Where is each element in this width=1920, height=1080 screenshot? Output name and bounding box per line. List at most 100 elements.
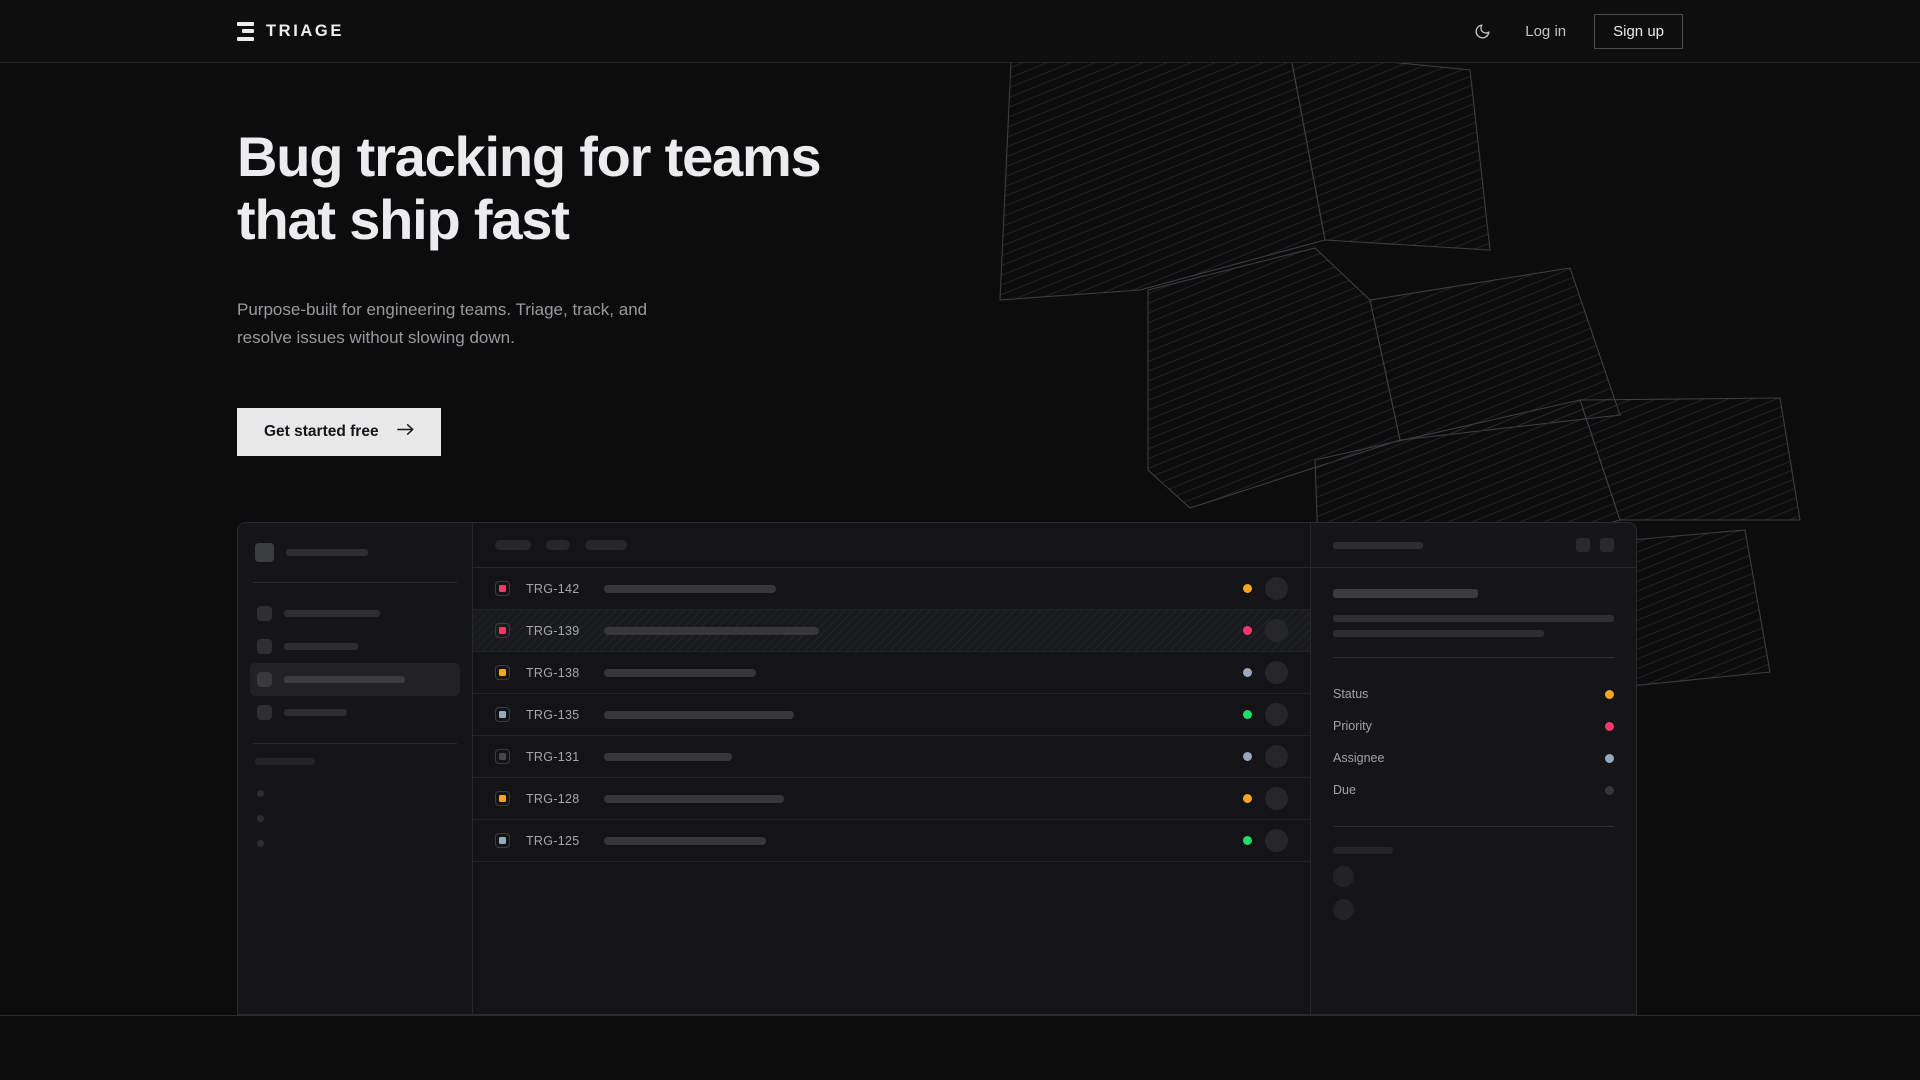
meta-label: Assignee bbox=[1333, 751, 1385, 765]
meta-value-dot bbox=[1605, 721, 1614, 731]
sidebar-divider-top bbox=[253, 582, 457, 583]
comment-avatar-0[interactable] bbox=[1333, 866, 1354, 887]
sub-item-dot-icon bbox=[257, 840, 264, 847]
detail-action-buttons bbox=[1576, 538, 1614, 552]
workspace-avatar bbox=[255, 543, 274, 562]
brand-logo[interactable]: TRIAGE bbox=[237, 21, 344, 41]
priority-icon[interactable] bbox=[495, 707, 510, 722]
filter-chip-2[interactable] bbox=[585, 540, 627, 550]
issue-row[interactable]: TRG-142 bbox=[473, 568, 1310, 610]
assignee-avatar[interactable] bbox=[1265, 829, 1288, 852]
issue-row[interactable]: TRG-128 bbox=[473, 778, 1310, 820]
detail-action-button-0[interactable] bbox=[1576, 538, 1590, 552]
status-dot[interactable] bbox=[1243, 836, 1252, 845]
hero-title: Bug tracking for teams that ship fast bbox=[237, 125, 822, 251]
nav-item-label-skeleton bbox=[284, 643, 358, 650]
assignee-avatar[interactable] bbox=[1265, 661, 1288, 684]
issue-row[interactable]: TRG-131 bbox=[473, 736, 1310, 778]
detail-description-skeleton bbox=[1333, 615, 1614, 637]
issue-id: TRG-142 bbox=[526, 581, 580, 596]
description-line-1 bbox=[1333, 630, 1544, 637]
issue-title-skeleton bbox=[604, 794, 784, 803]
priority-icon[interactable] bbox=[495, 833, 510, 848]
issue-row[interactable]: TRG-139 bbox=[473, 610, 1310, 652]
issue-title-skeleton bbox=[604, 710, 794, 719]
footer-divider bbox=[0, 1015, 1920, 1016]
row-meta bbox=[1243, 829, 1288, 852]
moon-icon[interactable] bbox=[1467, 16, 1497, 46]
priority-icon[interactable] bbox=[495, 665, 510, 680]
sidebar-sub-item-0[interactable] bbox=[250, 781, 460, 806]
issue-id: TRG-135 bbox=[526, 707, 580, 722]
issue-row[interactable]: TRG-135 bbox=[473, 694, 1310, 736]
status-dot[interactable] bbox=[1243, 584, 1252, 593]
filter-chip-0[interactable] bbox=[495, 540, 531, 550]
issue-title-skeleton bbox=[604, 626, 819, 635]
row-meta bbox=[1243, 703, 1288, 726]
priority-icon[interactable] bbox=[495, 749, 510, 764]
priority-icon[interactable] bbox=[495, 791, 510, 806]
arrow-right-icon bbox=[396, 423, 414, 441]
nav-item-icon bbox=[257, 705, 272, 720]
status-dot[interactable] bbox=[1243, 710, 1252, 719]
issue-row[interactable]: TRG-138 bbox=[473, 652, 1310, 694]
sidebar-nav-item-1[interactable] bbox=[250, 630, 460, 663]
detail-title-skeleton bbox=[1333, 589, 1478, 598]
meta-row-status[interactable]: Status bbox=[1333, 678, 1614, 710]
priority-icon[interactable] bbox=[495, 623, 510, 638]
status-dot[interactable] bbox=[1243, 626, 1252, 635]
sidebar-nav-item-2[interactable] bbox=[250, 663, 460, 696]
status-dot[interactable] bbox=[1243, 794, 1252, 803]
issue-title-skeleton bbox=[604, 836, 766, 845]
comment-avatar-1[interactable] bbox=[1333, 899, 1354, 920]
meta-row-priority[interactable]: Priority bbox=[1333, 710, 1614, 742]
nav-item-icon bbox=[257, 606, 272, 621]
sidebar-sub-item-2[interactable] bbox=[250, 831, 460, 856]
description-line-0 bbox=[1333, 615, 1614, 622]
status-dot[interactable] bbox=[1243, 752, 1252, 761]
nav-item-label-skeleton bbox=[284, 676, 405, 683]
section-label-skeleton bbox=[255, 758, 315, 765]
assignee-avatar[interactable] bbox=[1265, 619, 1288, 642]
sub-item-dot-icon bbox=[257, 815, 264, 822]
list-filter-toolbar bbox=[473, 523, 1310, 568]
assignee-avatar[interactable] bbox=[1265, 577, 1288, 600]
assignee-avatar[interactable] bbox=[1265, 787, 1288, 810]
sidebar-sub-item-1[interactable] bbox=[250, 806, 460, 831]
meta-row-assignee[interactable]: Assignee bbox=[1333, 742, 1614, 774]
comments-label-skeleton bbox=[1333, 847, 1393, 854]
sidebar-nav-item-3[interactable] bbox=[250, 696, 460, 729]
row-meta bbox=[1243, 619, 1288, 642]
comment-avatars bbox=[1333, 866, 1614, 920]
workspace-switcher[interactable] bbox=[250, 537, 460, 568]
nav-item-icon bbox=[257, 639, 272, 654]
header-actions: Log in Sign up bbox=[1467, 13, 1683, 49]
hero-subtitle: Purpose-built for engineering teams. Tri… bbox=[237, 300, 648, 348]
filter-chip-1[interactable] bbox=[546, 540, 570, 550]
issue-row[interactable]: TRG-125 bbox=[473, 820, 1310, 862]
brand-name: TRIAGE bbox=[266, 21, 344, 40]
get-started-button[interactable]: Get started free bbox=[237, 407, 441, 456]
priority-icon[interactable] bbox=[495, 581, 510, 596]
sidebar-nav-item-0[interactable] bbox=[250, 597, 460, 630]
meta-value-dot bbox=[1605, 689, 1614, 699]
workspace-name-skeleton bbox=[286, 549, 368, 556]
status-dot[interactable] bbox=[1243, 668, 1252, 677]
issue-title-skeleton bbox=[604, 584, 776, 593]
detail-action-button-1[interactable] bbox=[1600, 538, 1614, 552]
nav-item-label-skeleton bbox=[284, 709, 347, 716]
row-meta bbox=[1243, 745, 1288, 768]
nav-item-icon bbox=[257, 672, 272, 687]
meta-label: Priority bbox=[1333, 719, 1372, 733]
signup-button[interactable]: Sign up bbox=[1594, 13, 1683, 49]
app-sidebar bbox=[238, 523, 473, 1014]
meta-row-due[interactable]: Due bbox=[1333, 774, 1614, 806]
assignee-avatar[interactable] bbox=[1265, 745, 1288, 768]
login-link[interactable]: Log in bbox=[1525, 22, 1567, 40]
assignee-avatar[interactable] bbox=[1265, 703, 1288, 726]
stacked-bars-logo-icon bbox=[237, 21, 254, 41]
